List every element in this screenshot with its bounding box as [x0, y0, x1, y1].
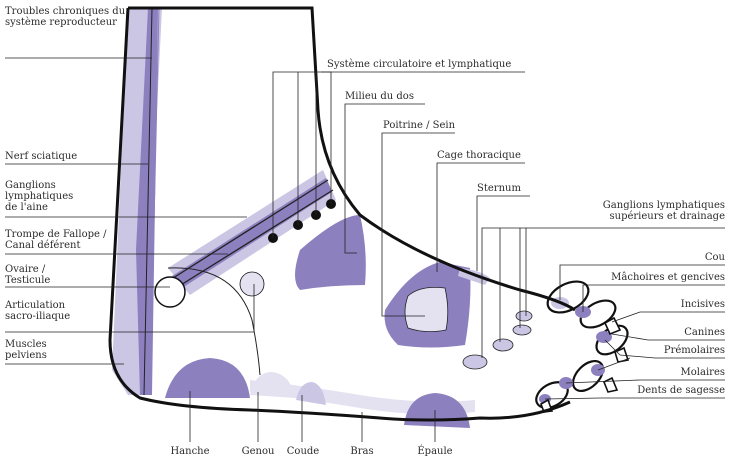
label-poitrine: Poitrine / Sein: [383, 120, 455, 131]
label-genou: Genou: [233, 446, 283, 457]
sacro-circle: [240, 272, 264, 296]
label-ganglions-aine: Ganglions lymphatiques de l'aine: [5, 180, 85, 213]
coude-zone: [296, 382, 326, 405]
genou-zone: [250, 372, 296, 398]
label-hanche: Hanche: [165, 446, 215, 457]
label-milieu-dos: Milieu du dos: [345, 91, 414, 102]
label-troubles: Troubles chroniques du système reproduct…: [5, 6, 155, 28]
label-cou: Cou: [625, 252, 725, 263]
poitrine-inner-zone: [405, 287, 448, 331]
label-sacro-iliaque: Articulation sacro-iliaque: [5, 300, 90, 322]
label-machoires: Mâchoires et gencives: [575, 272, 725, 283]
label-cage-thoracique: Cage thoracique: [437, 150, 521, 161]
label-incisives: Incisives: [625, 299, 725, 310]
hanche-zone: [165, 358, 250, 398]
label-bras: Bras: [340, 446, 384, 457]
label-epaule: Épaule: [410, 446, 460, 457]
label-canines: Canines: [625, 327, 725, 338]
label-ovaire: Ovaire / Testicule: [5, 264, 65, 286]
label-ganglions-sup: Ganglions lymphatiques supérieurs et dra…: [575, 200, 725, 222]
ovaire-circle: [155, 277, 185, 307]
label-trompe: Trompe de Fallope / Canal déférent: [5, 229, 120, 251]
label-circulatoire: Système circulatoire et lymphatique: [327, 59, 511, 70]
epaule-zone: [404, 393, 470, 428]
label-molaires: Molaires: [625, 367, 725, 378]
label-coude: Coude: [278, 446, 328, 457]
leg-bands: [112, 8, 162, 395]
label-nerf-sciatique: Nerf sciatique: [5, 151, 77, 162]
label-dents-sagesse: Dents de sagesse: [575, 385, 725, 396]
lymph-points: [463, 311, 532, 369]
label-sternum: Sternum: [477, 183, 521, 194]
milieu-dos-zone: [295, 215, 366, 290]
label-muscles-pelviens: Muscles pelviens: [5, 339, 75, 361]
label-premolaires: Prémolaires: [625, 345, 725, 356]
